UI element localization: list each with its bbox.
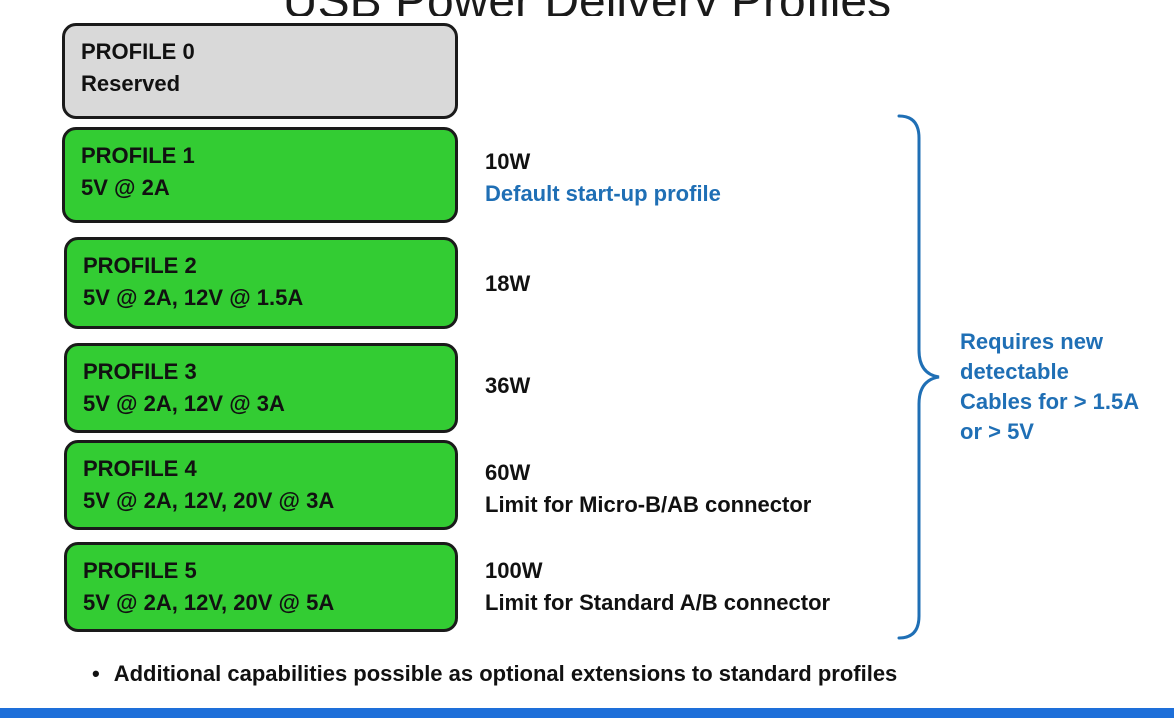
profile-2-box: PROFILE 2 5V @ 2A, 12V @ 1.5A	[64, 237, 458, 329]
profile-3-box: PROFILE 3 5V @ 2A, 12V @ 3A	[64, 343, 458, 433]
profile-1-box: PROFILE 1 5V @ 2A	[62, 127, 458, 223]
profile-0-box: PROFILE 0 Reserved	[62, 23, 458, 119]
profile-4-spec: 5V @ 2A, 12V, 20V @ 3A	[83, 488, 335, 513]
profile-5-watts: 100W	[485, 558, 543, 583]
profile-4-note: Limit for Micro-B/AB connector	[485, 492, 812, 517]
profile-0-name: PROFILE 0	[81, 39, 195, 64]
brace-note: Requires new detectable Cables for > 1.5…	[960, 327, 1139, 447]
profile-5-box: PROFILE 5 5V @ 2A, 12V, 20V @ 5A	[64, 542, 458, 632]
profile-4-box: PROFILE 4 5V @ 2A, 12V, 20V @ 3A	[64, 440, 458, 530]
profile-5-desc: 100W Limit for Standard A/B connector	[485, 555, 830, 619]
profile-2-spec: 5V @ 2A, 12V @ 1.5A	[83, 285, 304, 310]
curly-brace-icon	[897, 114, 940, 640]
profile-2-name: PROFILE 2	[83, 253, 197, 278]
profile-3-name: PROFILE 3	[83, 359, 197, 384]
profile-4-desc: 60W Limit for Micro-B/AB connector	[485, 457, 811, 521]
profile-1-name: PROFILE 1	[81, 143, 195, 168]
brace-note-line-1: Requires new	[960, 329, 1104, 354]
bullet-item: • Additional capabilities possible as opt…	[92, 658, 897, 690]
profile-5-name: PROFILE 5	[83, 558, 197, 583]
profile-4-watts: 60W	[485, 460, 531, 485]
profile-0-spec: Reserved	[81, 71, 181, 96]
profile-3-watts: 36W	[485, 373, 531, 398]
brace-note-line-2: detectable	[960, 359, 1069, 384]
profile-2-watts: 18W	[485, 271, 531, 296]
profile-4-name: PROFILE 4	[83, 456, 197, 481]
bullet-dot-icon: •	[92, 661, 100, 686]
profile-5-spec: 5V @ 2A, 12V, 20V @ 5A	[83, 590, 335, 615]
profile-1-watts: 10W	[485, 149, 531, 174]
profile-1-desc: 10W Default start-up profile	[485, 146, 721, 210]
slide-title: USB Power Delivery Profiles	[0, 0, 1174, 16]
profile-3-desc: 36W	[485, 370, 530, 402]
profile-5-note: Limit for Standard A/B connector	[485, 590, 831, 615]
footer-bar	[0, 708, 1174, 718]
brace-note-line-4: or > 5V	[960, 419, 1034, 444]
profile-1-note: Default start-up profile	[485, 181, 721, 206]
profile-2-desc: 18W	[485, 268, 530, 300]
brace-note-line-3: Cables for > 1.5A	[960, 389, 1140, 414]
bullet-text: Additional capabilities possible as opti…	[113, 661, 898, 686]
profile-1-spec: 5V @ 2A	[81, 175, 170, 200]
profile-3-spec: 5V @ 2A, 12V @ 3A	[83, 391, 285, 416]
